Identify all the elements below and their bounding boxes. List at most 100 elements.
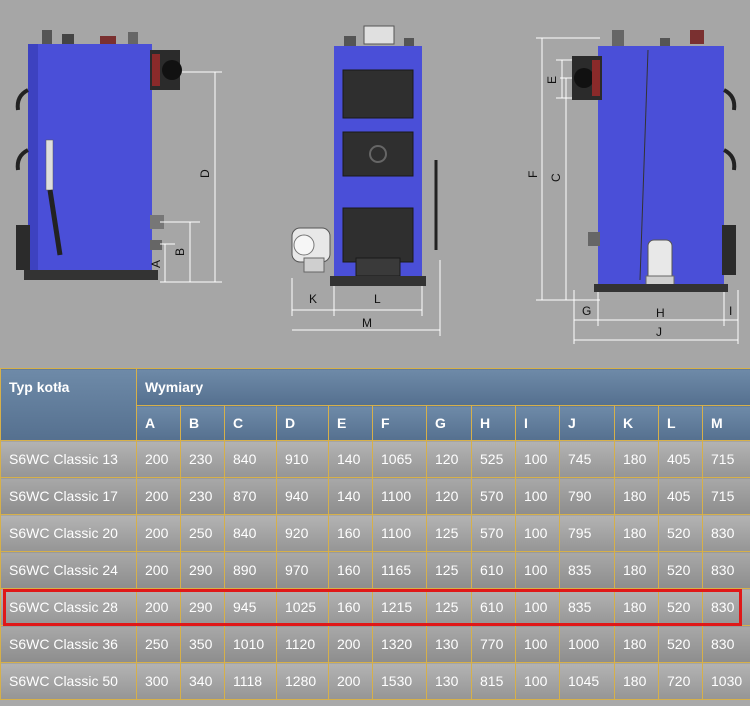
dimension-cell: 940 (276, 477, 329, 515)
dimension-cell: 835 (559, 551, 615, 589)
label-C: C (549, 173, 563, 182)
dimension-cell: 1165 (372, 551, 427, 589)
dimension-cell: 1010 (224, 625, 277, 663)
dimension-cell: 1030 (701, 662, 750, 700)
dimension-cell: 180 (614, 588, 659, 626)
dimension-cell: 160 (328, 551, 373, 589)
dimension-cell: 1530 (372, 662, 427, 700)
dimension-cell: 230 (180, 440, 225, 478)
dimension-cell: 970 (276, 551, 329, 589)
col-header-H: H (471, 405, 516, 441)
dimension-cell: 160 (328, 514, 373, 552)
dimension-cell: 815 (471, 662, 516, 700)
dimension-cell: 520 (658, 588, 703, 626)
dimension-cell: 520 (658, 514, 703, 552)
label-J: J (656, 325, 662, 339)
dimension-cell: 945 (224, 588, 277, 626)
label-L: L (374, 292, 381, 306)
col-header-D: D (276, 405, 329, 441)
boiler-drawings: D B A K L (15, 25, 739, 344)
dimension-cell: 180 (614, 625, 659, 663)
dimension-cell: 910 (276, 440, 329, 478)
dimension-cell: 1120 (276, 625, 329, 663)
dimension-cell: 1280 (276, 662, 329, 700)
dimension-cell: 405 (658, 440, 703, 478)
label-M: M (362, 316, 372, 330)
dimension-cell: 290 (180, 588, 225, 626)
dimension-cell: 840 (224, 440, 277, 478)
model-name-cell: S6WC Classic 50 (0, 662, 137, 700)
dimension-cell: 1065 (372, 440, 427, 478)
dimension-cell: 200 (136, 588, 181, 626)
dimension-cell: 200 (136, 551, 181, 589)
col-header-J: J (559, 405, 615, 441)
dimension-cell: 100 (515, 662, 560, 700)
model-name-cell: S6WC Classic 28 (0, 588, 137, 626)
dimension-cell: 125 (426, 514, 472, 552)
dimension-cell: 230 (180, 477, 225, 515)
dimension-cell: 200 (136, 440, 181, 478)
dimension-cell: 770 (471, 625, 516, 663)
dimension-cell: 715 (701, 440, 750, 478)
col-header-C: C (224, 405, 277, 441)
dimension-cell: 830 (701, 551, 750, 589)
dimension-cell: 100 (515, 551, 560, 589)
dimension-cell: 100 (515, 477, 560, 515)
model-name-cell: S6WC Classic 36 (0, 625, 137, 663)
label-I: I (729, 304, 732, 318)
dimension-cell: 250 (136, 625, 181, 663)
dimension-cell: 130 (426, 625, 472, 663)
dimension-cell: 870 (224, 477, 277, 515)
dimension-cell: 180 (614, 662, 659, 700)
dimension-cell: 1100 (372, 477, 427, 515)
model-name-cell: S6WC Classic 17 (0, 477, 137, 515)
dimension-cell: 610 (471, 588, 516, 626)
dimension-cell: 520 (658, 625, 703, 663)
dimension-cell: 180 (614, 514, 659, 552)
dimension-cell: 300 (136, 662, 181, 700)
dimensions-group-header: Wymiary (135, 368, 750, 406)
front-view: K L M (291, 25, 441, 336)
dimension-cell: 120 (426, 440, 472, 478)
label-E: E (545, 76, 559, 84)
col-header-G: G (426, 405, 472, 441)
dimension-cell: 180 (614, 551, 659, 589)
dimension-cell: 140 (328, 440, 373, 478)
dimension-cell: 920 (276, 514, 329, 552)
label-G: G (582, 304, 591, 318)
label-H: H (656, 306, 665, 320)
dimension-cell: 340 (180, 662, 225, 700)
type-header: Typ kotła (0, 368, 137, 441)
dimension-cell: 100 (515, 514, 560, 552)
dimension-cell: 715 (701, 477, 750, 515)
dimension-cell: 720 (658, 662, 703, 700)
dimension-cell: 350 (180, 625, 225, 663)
dimension-cell: 405 (658, 477, 703, 515)
dimension-cell: 290 (180, 551, 225, 589)
dimension-cell: 120 (426, 477, 472, 515)
label-A: A (149, 260, 163, 268)
dimension-cell: 1025 (276, 588, 329, 626)
dimensions-table: Typ kotła Wymiary A B C D E F G H I J K … (0, 368, 750, 700)
col-header-F: F (372, 405, 427, 441)
col-header-L: L (658, 405, 703, 441)
dimension-cell: 200 (136, 477, 181, 515)
dimension-cell: 130 (426, 662, 472, 700)
label-F: F (526, 171, 540, 178)
dimension-cell: 830 (701, 514, 750, 552)
label-K: K (309, 292, 317, 306)
col-header-M: M (701, 405, 750, 441)
dimension-cell: 520 (658, 551, 703, 589)
dimension-cell: 1118 (224, 662, 277, 700)
dimension-cell: 125 (426, 551, 472, 589)
dimension-cell: 160 (328, 588, 373, 626)
dimension-cell: 835 (559, 588, 615, 626)
dimension-cell: 125 (426, 588, 472, 626)
dimension-cell: 200 (328, 662, 373, 700)
col-header-A: A (136, 405, 181, 441)
